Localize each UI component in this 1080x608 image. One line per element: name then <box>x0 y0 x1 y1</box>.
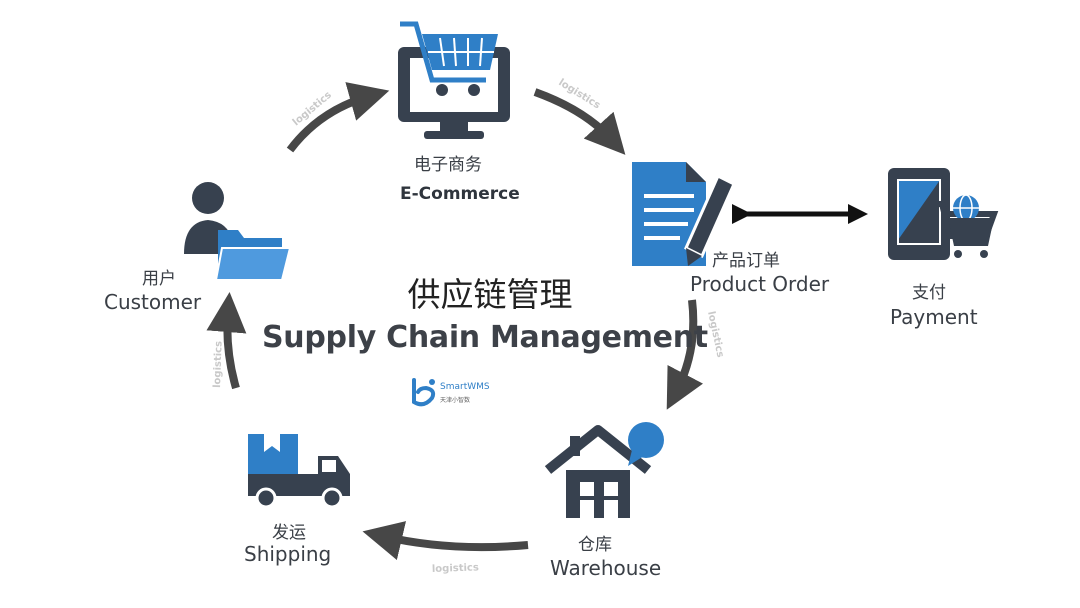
tablet-cart-icon <box>888 168 999 260</box>
customer-en-label: Customer <box>104 290 202 314</box>
product-order-zh-label: 产品订单 <box>712 251 780 271</box>
warehouse-zh-label: 仓库 <box>578 535 612 555</box>
brand-tagline: 天津小智数 <box>440 397 471 404</box>
logistics-label: logistics <box>212 341 225 388</box>
shipping-zh-label: 发运 <box>272 523 306 543</box>
arrow-ecommerce-to-order <box>533 88 626 155</box>
cart-monitor-icon <box>398 21 510 139</box>
truck-box-icon <box>248 434 350 509</box>
title-zh: 供应链管理 <box>407 275 573 314</box>
arrow-shipping-to-customer <box>206 292 247 390</box>
arrow-customer-to-ecommerce <box>286 82 390 153</box>
document-pen-icon <box>632 162 736 266</box>
arrow-warehouse-to-shipping <box>362 521 529 561</box>
user-folder-icon <box>184 182 292 281</box>
logistics-label: logistics <box>705 310 726 358</box>
payment-en-label: Payment <box>890 305 978 329</box>
payment-zh-label: 支付 <box>912 283 946 303</box>
smartwms-brand: SmartWMS 天津小智数 <box>410 378 490 412</box>
smartwms-logo-icon <box>412 378 436 407</box>
customer-zh-label: 用户 <box>142 269 176 289</box>
ecommerce-en-label: E-Commerce <box>400 184 520 204</box>
warehouse-en-label: Warehouse <box>550 556 662 580</box>
ecommerce-zh-label: 电子商务 <box>414 155 482 175</box>
title-en: Supply Chain Management <box>262 320 708 355</box>
house-chat-icon <box>544 422 664 518</box>
product-order-en-label: Product Order <box>690 272 830 296</box>
brand-name: SmartWMS <box>440 382 490 392</box>
shipping-en-label: Shipping <box>244 542 332 566</box>
arrow-order-to-warehouse <box>666 299 703 410</box>
logistics-label: logistics <box>432 562 479 575</box>
